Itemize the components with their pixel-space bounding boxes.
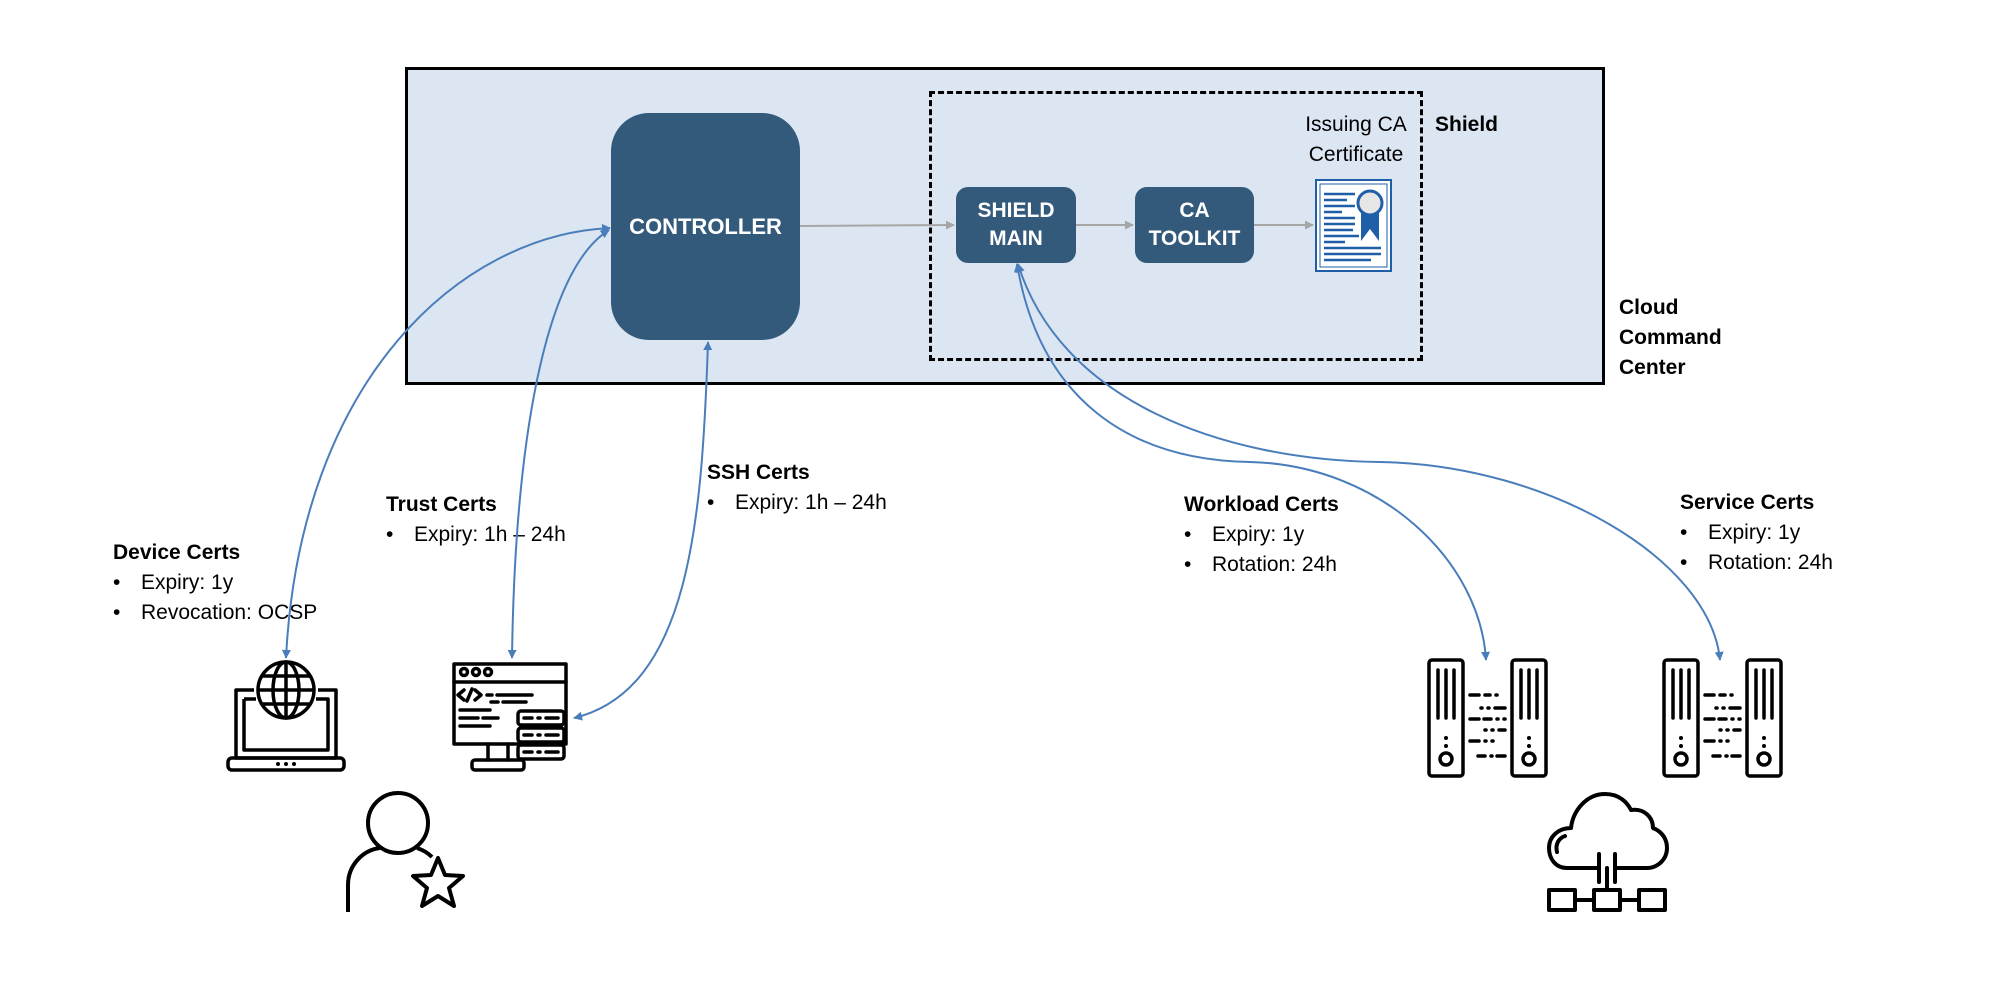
controller-node[interactable]: CONTROLLER <box>611 113 800 340</box>
device-certs-bullet: •Expiry: 1y <box>113 571 234 594</box>
service-certs-label: Service Certs •Expiry: 1y •Rotation: 24h <box>1680 488 1833 578</box>
shield-main-node[interactable]: SHIELD MAIN <box>956 187 1076 263</box>
cloud-command-center-label: Cloud Command Center <box>1619 296 1722 379</box>
issuing-ca-label: Issuing CA Certificate <box>1305 113 1407 166</box>
ca-toolkit-node[interactable]: CA TOOLKIT <box>1135 187 1254 263</box>
workload-certs-bullet: •Expiry: 1y <box>1184 523 1305 546</box>
server-pair-icon <box>1662 658 1783 778</box>
user-star-icon <box>346 791 465 912</box>
shield-group-label: Shield <box>1435 113 1499 136</box>
service-certs-bullet: •Expiry: 1y <box>1680 521 1801 544</box>
code-monitor-icon <box>452 662 568 772</box>
cloud-network-icon <box>1547 792 1669 912</box>
server-pair-icon <box>1427 658 1548 778</box>
ca-toolkit-label: CA TOOLKIT <box>1148 198 1241 250</box>
trust-certs-title: Trust Certs <box>386 493 497 516</box>
workload-certs-label: Workload Certs •Expiry: 1y •Rotation: 24… <box>1184 490 1339 580</box>
trust-certs-bullet: •Expiry: 1h – 24h <box>386 523 566 546</box>
device-certs-bullet: •Revocation: OCSP <box>113 601 318 624</box>
trust-certs-label: Trust Certs •Expiry: 1h – 24h <box>386 490 566 550</box>
laptop-globe-icon <box>226 660 346 772</box>
ssh-certs-connector <box>573 341 713 721</box>
service-certs-bullet: •Rotation: 24h <box>1680 551 1833 574</box>
controller-label: CONTROLLER <box>629 213 782 239</box>
ssh-certs-title: SSH Certs <box>707 461 810 484</box>
shield-main-label: SHIELD MAIN <box>977 198 1055 250</box>
device-certs-title: Device Certs <box>113 541 241 564</box>
device-certs-label: Device Certs •Expiry: 1y •Revocation: OC… <box>113 538 317 628</box>
workload-certs-bullet: •Rotation: 24h <box>1184 553 1337 576</box>
ssh-certs-label: SSH Certs •Expiry: 1h – 24h <box>707 458 887 518</box>
ssh-certs-bullet: •Expiry: 1h – 24h <box>707 491 887 514</box>
service-certs-title: Service Certs <box>1680 491 1815 514</box>
certificate-icon <box>1315 179 1392 272</box>
workload-certs-title: Workload Certs <box>1184 493 1339 516</box>
